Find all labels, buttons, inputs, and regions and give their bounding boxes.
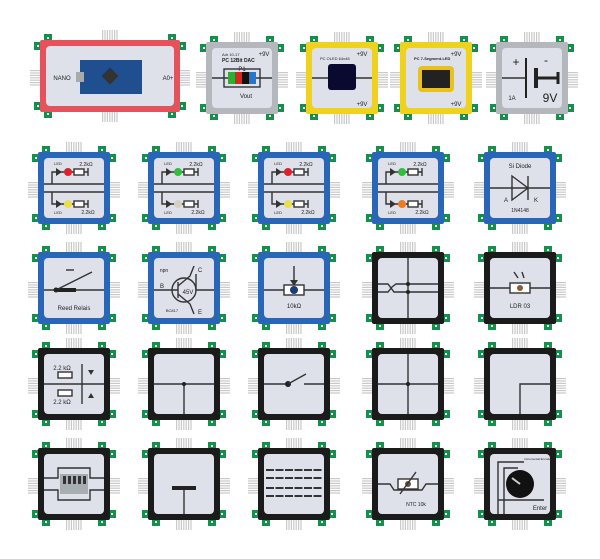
module-panel — [502, 48, 562, 108]
led-2 — [174, 200, 182, 208]
led-2 — [398, 200, 406, 208]
module-pot: 10kΩ — [248, 242, 340, 334]
module-label-p: P1 — [238, 67, 246, 73]
module-label-v1: +9V — [451, 52, 462, 58]
module-label-value: 10kΩ — [287, 304, 302, 310]
module-label-c: C — [198, 268, 203, 274]
module-label-l1: LED — [54, 161, 62, 166]
module-label-out: Vout — [240, 94, 252, 100]
module-breadboard — [248, 438, 340, 530]
module-label-v: 45V — [183, 290, 194, 296]
module-label-v2: +9V — [451, 102, 462, 108]
module-label-r1: 2.2kΩ — [79, 162, 92, 168]
module-label-plus: + — [512, 55, 519, 69]
module-reed: Reed Relais — [28, 242, 120, 334]
module-ntc: NTC 10k — [362, 438, 454, 530]
module-label-v: 9V — [543, 91, 558, 105]
module-label-title: PC 7-Segment-LED — [414, 56, 451, 61]
module-label-r2: 2.2kΩ — [191, 210, 204, 216]
module-label-v2: +9V — [357, 102, 368, 108]
module-switch — [248, 338, 340, 430]
module-label-part: BC817 — [166, 308, 179, 313]
module-terminal — [28, 438, 120, 530]
module-panel — [264, 354, 324, 414]
module-label-k: K — [534, 198, 538, 204]
module-label-l2: LED — [274, 210, 282, 215]
module-label-digits: 88 — [429, 74, 443, 88]
module-end — [138, 438, 230, 530]
module-label-title: Si Diode — [509, 164, 532, 170]
led-2 — [64, 200, 72, 208]
module-panel — [44, 158, 104, 218]
module-battery: + - 1A 9V — [486, 32, 578, 124]
module-diodes2: 2.2 kΩ 2.2 kΩ — [28, 338, 120, 430]
module-label-name: NANO — [53, 76, 71, 82]
module-led2: LED 2.2kΩ LED 2.2kΩ — [28, 142, 120, 234]
led-1 — [64, 168, 72, 176]
led-1 — [284, 168, 292, 176]
module-label-title: NTC 10k — [406, 502, 426, 508]
module-label-r2: 2.2kΩ — [301, 210, 314, 216]
module-label-b: B — [160, 284, 164, 290]
module-label-title: Incremental Encoder — [524, 457, 552, 461]
module-label-title: PC OLED 64x48 — [320, 56, 350, 61]
module-label-title: PC 12Bit DAC — [222, 58, 255, 64]
oled-screen — [328, 64, 356, 90]
module-npn: npn C B E 45V BC817 — [138, 242, 230, 334]
module-panel — [378, 158, 438, 218]
module-label-r2: 2.2kΩ — [81, 210, 94, 216]
module-panel — [264, 454, 324, 514]
module-panel — [154, 454, 214, 514]
led-2 — [284, 200, 292, 208]
module-label-title: Reed Relais — [58, 306, 91, 312]
module-label-v: A0+ — [163, 76, 174, 82]
module-tee — [138, 338, 230, 430]
module-label-a: 1A — [508, 96, 515, 102]
module-led2: LED 2.2kΩ LED 2.2kΩ — [248, 142, 340, 234]
module-led2: LED 2.2kΩ LED 2.2kΩ — [138, 142, 230, 234]
module-label-minus: - — [544, 53, 548, 67]
module-label-l2: LED — [164, 210, 172, 215]
module-ledpar: LED 2.2kΩ LED 2.2kΩ — [362, 142, 454, 234]
module-panel — [264, 158, 324, 218]
module-panel — [154, 258, 214, 318]
module-label-r1: 2.2kΩ — [189, 162, 202, 168]
module-label-adr: Adr 10-17 — [222, 52, 240, 57]
module-nano: NANO A0+ — [30, 30, 190, 122]
module-label-r1: 2.2 kΩ — [53, 366, 71, 372]
module-label-l2: LED — [54, 210, 62, 215]
module-label-l1: LED — [388, 161, 396, 166]
module-oled: PC OLED 64x48 +9V +9V — [296, 32, 388, 124]
module-label-r1: 2.2kΩ — [299, 162, 312, 168]
led-1 — [398, 168, 406, 176]
module-panel — [154, 158, 214, 218]
module-label-l1: LED — [274, 161, 282, 166]
module-label-e: E — [198, 310, 202, 316]
led-1 — [174, 168, 182, 176]
module-cross — [362, 338, 454, 430]
module-label-enter: Enter — [533, 506, 547, 512]
module-label-l1: LED — [164, 161, 172, 166]
module-label-v: +9V — [259, 52, 270, 58]
module-crossing — [362, 242, 454, 334]
module-corner — [474, 338, 566, 430]
module-label-a: A — [504, 198, 508, 204]
module-label-title: LDR 03 — [510, 304, 531, 310]
module-label-l2: LED — [388, 210, 396, 215]
module-label-r2: 2.2kΩ — [415, 210, 428, 216]
module-label-part: 1N4148 — [511, 208, 529, 214]
module-label-v1: +9V — [357, 52, 368, 58]
module-ldr: LDR 03 — [474, 242, 566, 334]
module-label-r2: 2.2 kΩ — [53, 400, 71, 406]
module-label-r1: 2.2kΩ — [413, 162, 426, 168]
module-label-type: npn — [160, 268, 169, 274]
